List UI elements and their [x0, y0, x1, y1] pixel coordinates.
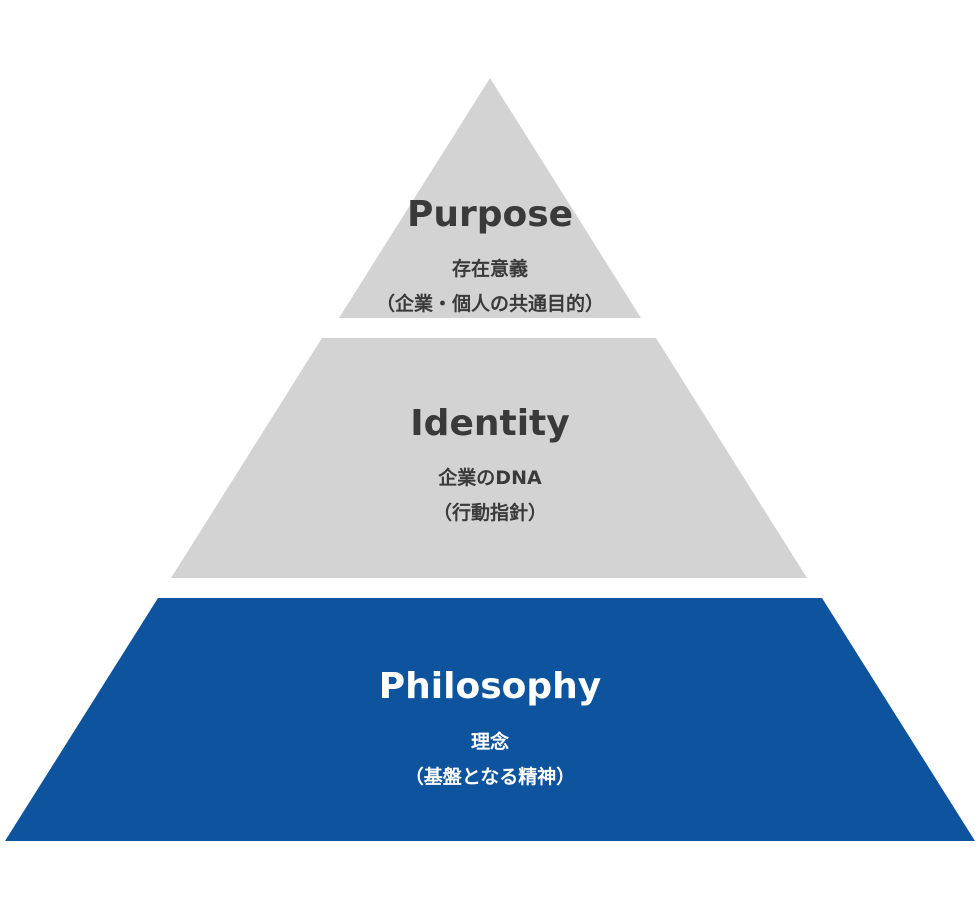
tier-philosophy-title: Philosophy [378, 666, 602, 707]
tier-purpose-title: Purpose [406, 194, 574, 235]
tier-philosophy-shape [5, 598, 975, 841]
tier-identity-title: Identity [410, 403, 570, 444]
tier-identity-shape [171, 338, 807, 578]
tier-philosophy-note: （基盤となる精神） [404, 766, 576, 788]
tier-identity-note: （行動指針） [432, 502, 547, 524]
tier-purpose-subtitle: 存在意義 [451, 258, 528, 280]
tier-identity-subtitle: 企業のDNA [438, 467, 542, 489]
tier-purpose-note: （企業・個人の共通目的） [375, 293, 604, 315]
tier-purpose-shape [339, 78, 641, 318]
tier-philosophy-subtitle: 理念 [470, 731, 509, 753]
